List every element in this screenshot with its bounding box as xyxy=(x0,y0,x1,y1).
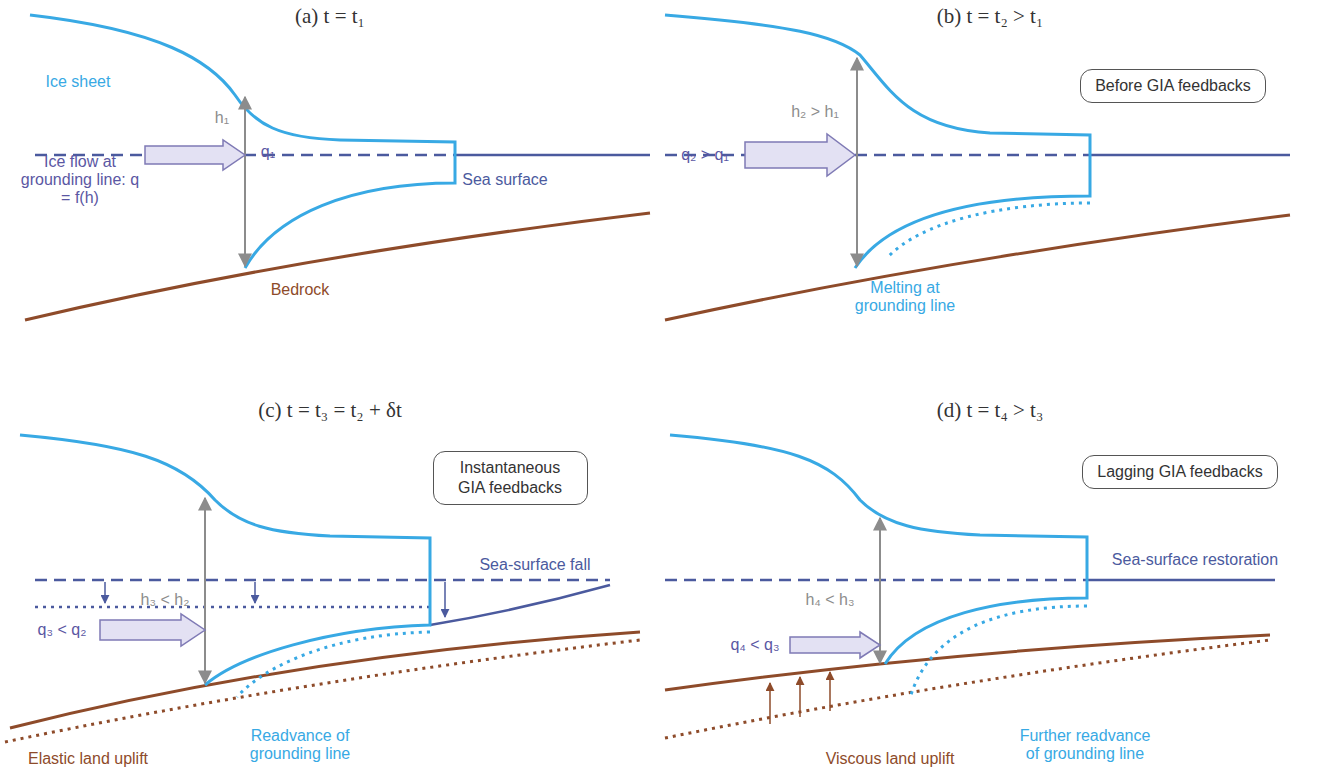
annotation-label: Ice sheet xyxy=(46,73,111,91)
annotation-label: Viscous land uplift xyxy=(826,750,955,768)
annotation-label: q₃ < q₂ xyxy=(38,621,87,639)
annotation-label: h₃ < h₂ xyxy=(141,591,190,609)
annotation-label: Elastic land uplift xyxy=(28,750,148,768)
annotation-label: q₂ > q₁ xyxy=(681,146,729,164)
annotation-label: Melting at grounding line xyxy=(840,279,970,315)
annotation-label: Sea-surface fall xyxy=(479,556,590,574)
annotation-label: q₄ < q₃ xyxy=(730,636,779,654)
panel-c xyxy=(5,435,640,742)
annotation-label: Sea-surface restoration xyxy=(1112,551,1278,569)
annotation-label: Sea surface xyxy=(462,171,547,189)
box-text: Lagging GIA feedbacks xyxy=(1097,462,1262,482)
panel-title: (d) t = t₄ > t₃ xyxy=(937,398,1044,422)
annotation-label: Bedrock xyxy=(271,281,330,299)
annotation-label: Further readvance of grounding line xyxy=(1013,727,1158,763)
panel-b xyxy=(665,15,1290,320)
stage-box: Before GIA feedbacks xyxy=(1080,69,1266,103)
panel-title: (c) t = t₃ = t₂ + δt xyxy=(258,398,401,422)
panel-a xyxy=(25,15,650,320)
box-text: Before GIA feedbacks xyxy=(1095,76,1251,96)
box-text: Instantaneous GIA feedbacks xyxy=(448,458,573,498)
panel-title: (b) t = t₂ > t₁ xyxy=(937,4,1044,28)
stage-box: Instantaneous GIA feedbacks xyxy=(433,451,588,505)
annotation-label: h₄ < h₃ xyxy=(805,591,854,609)
annotation-label: Ice flow at grounding line: q = f(h) xyxy=(18,153,142,207)
annotation-label: q₁ xyxy=(261,143,275,161)
annotation-label: h₁ xyxy=(215,109,229,127)
stage-box: Lagging GIA feedbacks xyxy=(1082,455,1277,489)
annotation-label: Readvance of grounding line xyxy=(240,727,360,763)
annotation-label: h₂ > h₁ xyxy=(791,103,839,121)
panel-title: (a) t = t₁ xyxy=(295,4,365,28)
